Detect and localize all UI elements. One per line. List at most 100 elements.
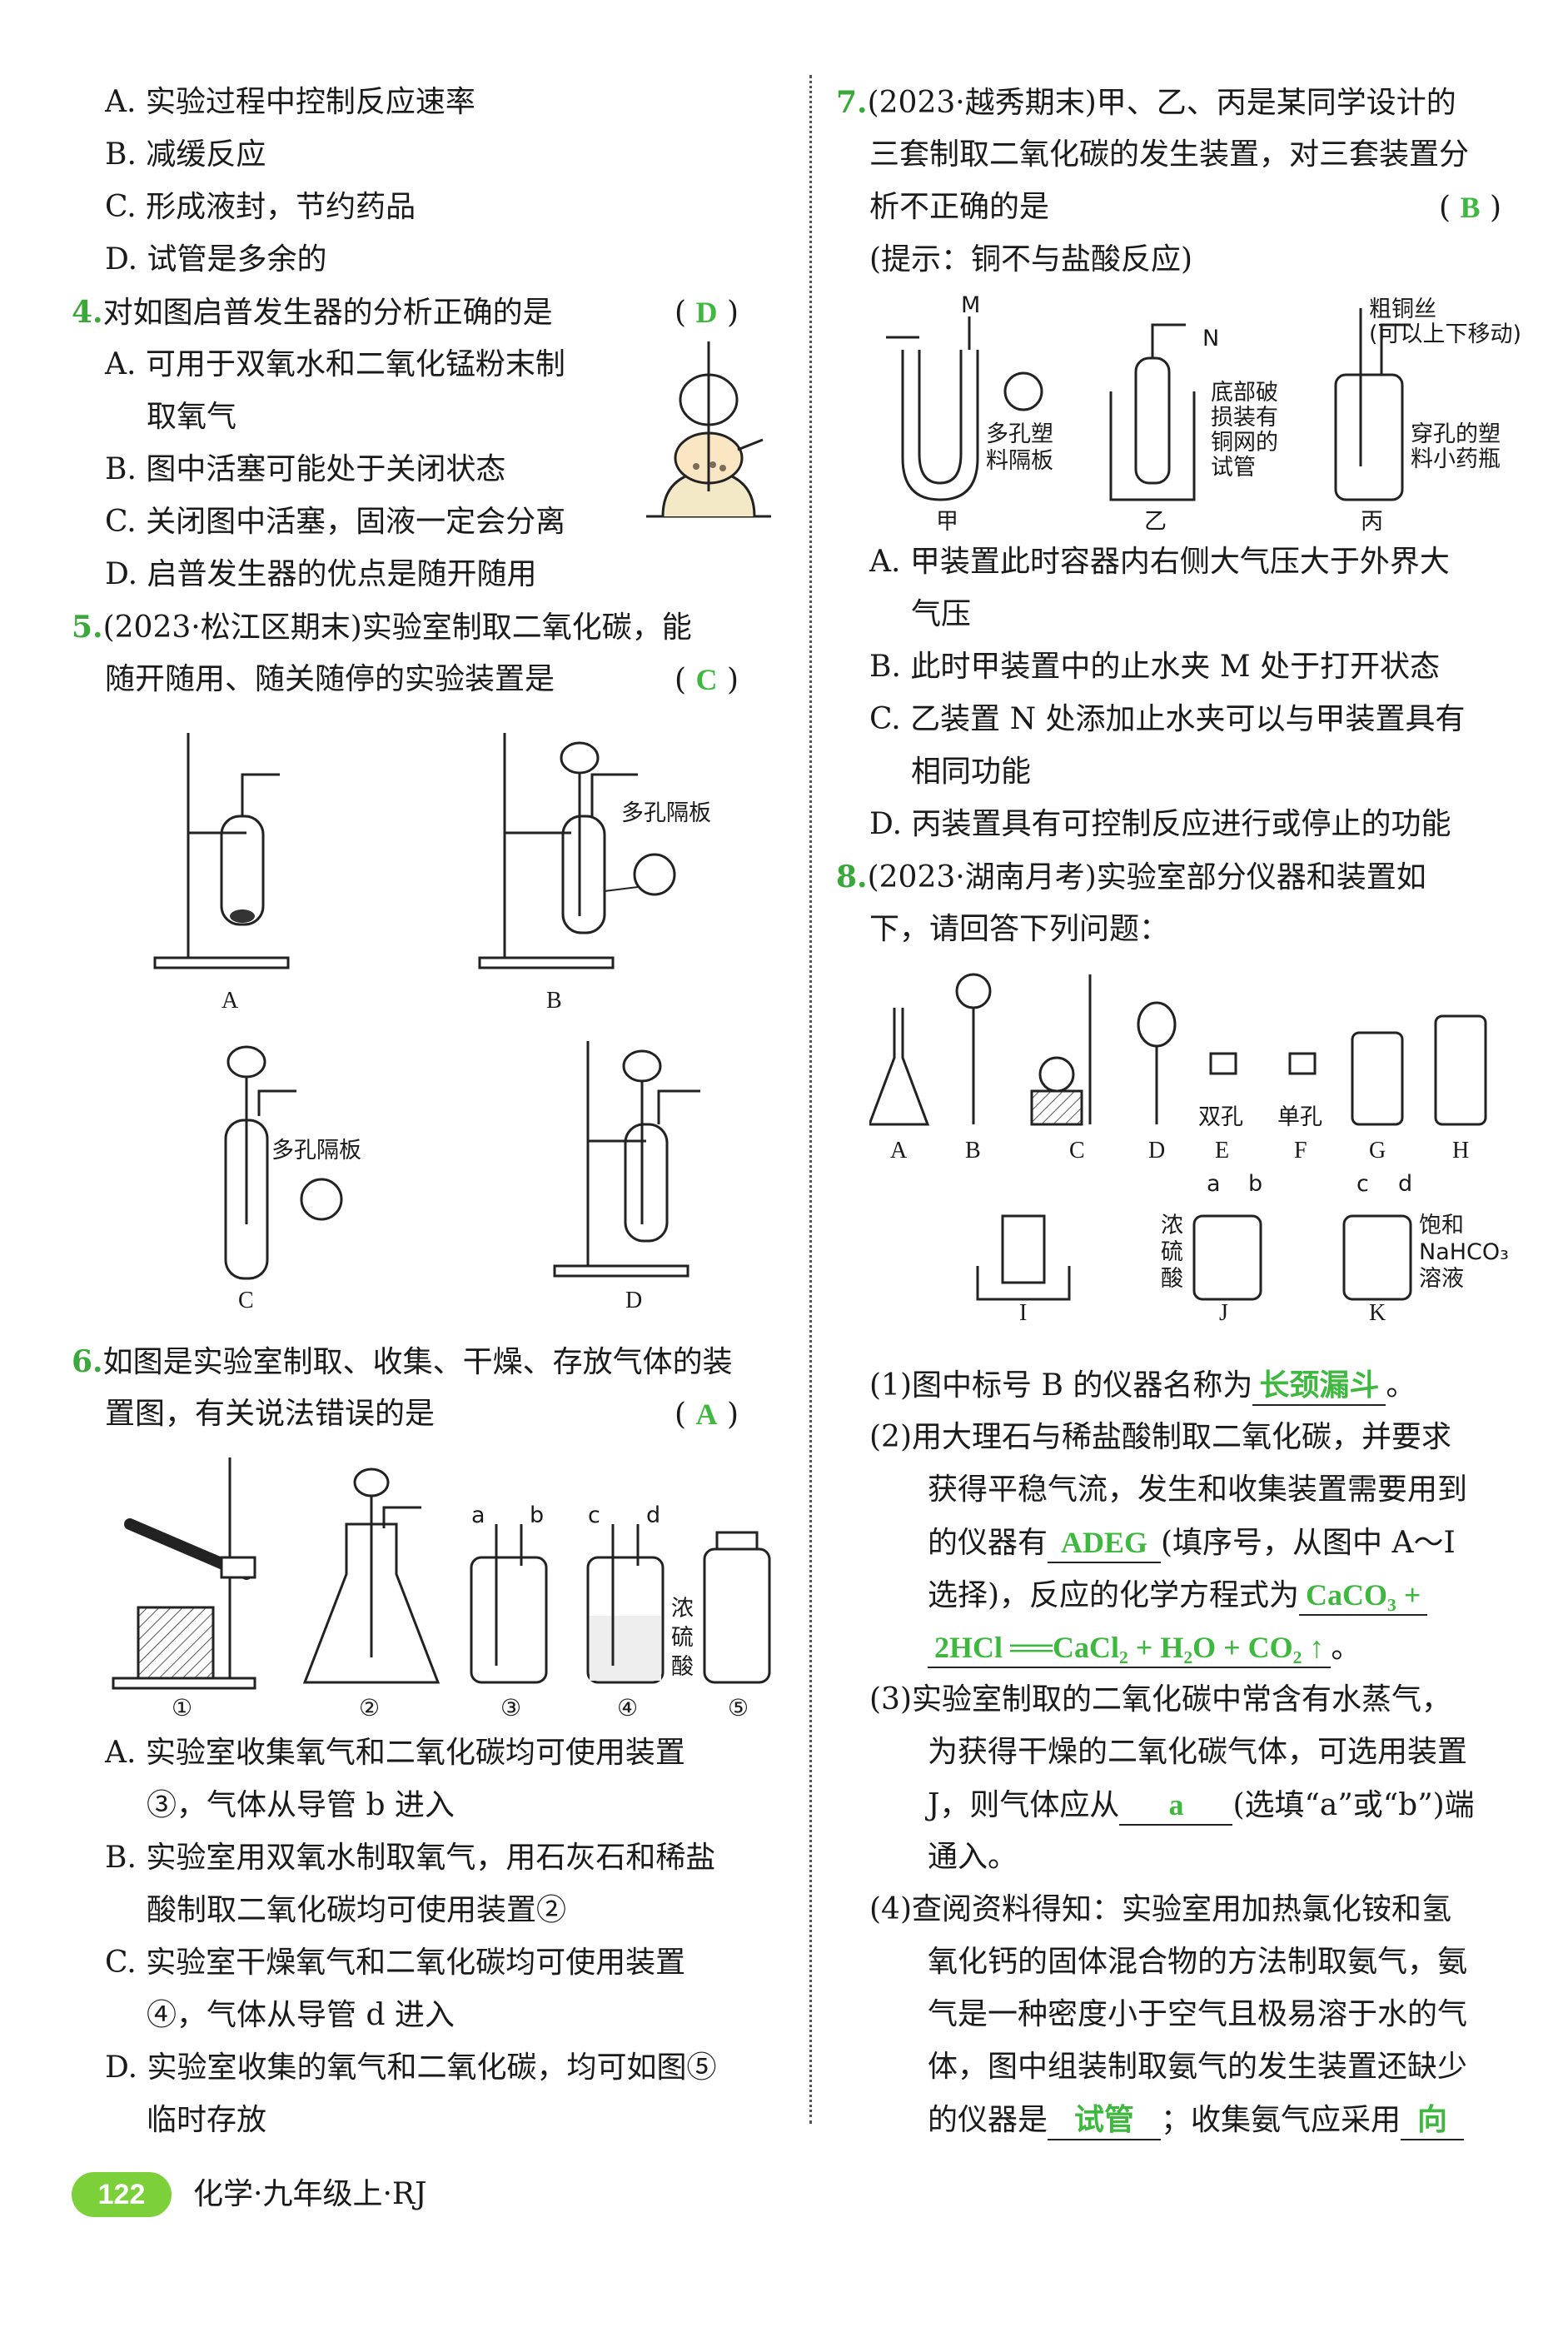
label-4: ④: [617, 1696, 638, 1722]
q4-answer: D: [695, 296, 718, 329]
tube-c: c: [588, 1502, 600, 1528]
q8-p2-answer2b: 2HCl ══CaCl₂ + H₂O + CO₂ ↑: [928, 1628, 1332, 1668]
q8-part4-line5: 的仪器是试管；收集氨气应采用向: [928, 2100, 1465, 2140]
q7-stem-1: 7.(2023·越秀期末)甲、乙、丙是某同学设计的: [836, 83, 1456, 122]
q6-apparatus-figure: ① ② a b ③ c d 浓: [105, 1449, 771, 1724]
apparatus-3: [470, 1524, 548, 1684]
column-divider: [809, 75, 812, 2124]
q7-answer-bracket: ( B ): [1439, 191, 1502, 225]
q8-part4-line1: (4)查阅资料得知：实验室用加热氯化铵和氢: [869, 1892, 1451, 1926]
q8-part3-line2: 为获得干燥的二氧化碳气体，可选用装置: [928, 1735, 1468, 1769]
yi-note-4: 试管: [1211, 455, 1256, 481]
label-yi: 乙: [1144, 509, 1167, 533]
q7-stem-3: 析不正确的是: [869, 190, 1050, 224]
q7-hint: (提示：铜不与盐酸反应): [869, 242, 1193, 277]
k-note-3: 溶液: [1419, 1266, 1464, 1292]
q8-p4-answer2: 向: [1401, 2100, 1465, 2140]
q6-option-b-cont: 酸制取二氧化碳均可使用装置②: [147, 1893, 567, 1927]
q8-stem-2: 下，请回答下列问题：: [869, 912, 1170, 946]
q8-p2-answer2a: CaCO₃ +: [1299, 1576, 1428, 1616]
q8-p2-answer1: ADEG: [1048, 1523, 1162, 1563]
apparatus-c: [224, 1045, 343, 1280]
q8-p1-answer: 长颈漏斗: [1252, 1366, 1386, 1406]
q8-part4-line2: 氧化钙的固体混合物的方法制取氨气，氨: [928, 1945, 1468, 1979]
q4-stem: 4.对如图启普发生器的分析正确的是: [72, 293, 553, 332]
label-E: E: [1215, 1138, 1229, 1164]
k-letter-c: c: [1356, 1171, 1369, 1197]
q6-option-c: C. 实验室干燥氧气和二氧化碳均可使用装置: [105, 1946, 686, 1980]
q8-part4-line4: 体，图中组装制取氨气的发生装置还缺少: [928, 2050, 1468, 2084]
label-n: N: [1202, 326, 1219, 351]
q6-option-d: D. 实验室收集的氧气和二氧化碳，均可如图⑤: [105, 2050, 717, 2085]
yi-note-3: 铜网的: [1211, 430, 1278, 456]
tube-a: a: [471, 1502, 485, 1528]
q4-option-a: A. 可用于双氧水和二氧化锰粉末制: [105, 347, 565, 381]
j-letter-b: b: [1248, 1171, 1262, 1197]
label-3: ③: [500, 1696, 521, 1722]
acid-label-2: 硫: [671, 1625, 694, 1651]
q6-option-a-cont: ③，气体从导管 b 进入: [147, 1788, 455, 1822]
q8-p4-answer1: 试管: [1048, 2100, 1162, 2140]
q7-option-d: D. 丙装置具有可控制反应进行或停止的功能: [869, 807, 1451, 841]
q7-stem-2: 三套制取二氧化碳的发生装置，对三套装置分: [869, 137, 1470, 172]
k-note-2: NaHCO₃: [1419, 1239, 1509, 1265]
q4-stem-text: 对如图启普发生器的分析正确的是: [102, 296, 553, 330]
label-H: H: [1452, 1138, 1469, 1164]
q8-part3-line4: 通入。: [928, 1840, 1018, 1874]
q6-number: 6.: [72, 1344, 103, 1379]
apparatus-4: [586, 1524, 665, 1684]
q8-part4-line3: 气是一种密度小于空气且极易溶于水的气: [928, 1997, 1468, 2031]
apparatus-2: [302, 1467, 441, 1684]
j-letter-a: a: [1207, 1171, 1221, 1197]
label-C: C: [1069, 1138, 1085, 1164]
q7-option-a-cont: 气压: [911, 597, 972, 631]
q5-stem-2: 随开随用、随关随停的实验装置是: [105, 662, 555, 696]
tube-d: d: [646, 1502, 660, 1528]
label-b: B: [546, 988, 562, 1014]
bing-wire-2: (可以上下移动): [1369, 321, 1521, 347]
q7-option-b: B. 此时甲装置中的止水夹 M 处于打开状态: [869, 650, 1441, 684]
label-c: C: [238, 1288, 254, 1313]
jia-note-2: 料隔板: [986, 448, 1053, 474]
q5-stem-text-1: (2023·松江区期末)实验室制取二氧化碳，能: [102, 610, 692, 645]
page-number-badge: 122: [72, 2172, 172, 2217]
q8-part2-line5: 2HCl ══CaCl₂ + H₂O + CO₂ ↑。: [928, 1628, 1361, 1668]
j-note-3: 酸: [1161, 1266, 1183, 1292]
q8-number: 8.: [836, 860, 868, 894]
q5-answer-bracket: ( C ): [674, 663, 739, 697]
apparatus-d: [553, 1041, 700, 1278]
q7-apparatus-figure: M 多孔塑 料隔板 甲 N 底部破 损装有 铜网的 试管 乙 粗铜丝 (可以上下…: [869, 292, 1536, 533]
label-J: J: [1219, 1300, 1228, 1324]
q4-option-d: D. 启普发生器的优点是随开随用: [105, 557, 537, 591]
label-a: A: [222, 988, 239, 1014]
e-note: 双孔: [1198, 1104, 1243, 1130]
bing-note-2: 料小药瓶: [1411, 446, 1501, 472]
jia-note-1: 多孔塑: [986, 421, 1053, 447]
q6-option-a: A. 实验室收集氧气和二氧化碳均可使用装置: [105, 1736, 685, 1770]
q3-option-b: B. 减缓反应: [105, 137, 266, 172]
q8-part1: (1)图中标号 B 的仪器名称为长颈漏斗。: [869, 1366, 1416, 1406]
footer-subject: 化学·九年级上·RJ: [193, 2177, 427, 2211]
j-note-2: 硫: [1161, 1239, 1183, 1265]
apparatus-b: [478, 733, 676, 969]
q8-part2-line1: (2)用大理石与稀盐酸制取二氧化碳，并要求: [869, 1420, 1451, 1454]
label-D: D: [1148, 1138, 1165, 1164]
q4-number: 4.: [72, 295, 103, 330]
bing-note-1: 穿孔的塑: [1411, 421, 1501, 447]
q4-option-b: B. 图中活塞可能处于关闭状态: [105, 452, 506, 486]
yi-note-2: 损装有: [1211, 405, 1278, 431]
c-partition-label: 多孔隔板: [271, 1138, 361, 1164]
label-K: K: [1369, 1300, 1386, 1324]
q6-answer: A: [695, 1398, 718, 1431]
q7-option-c: C. 乙装置 N 处添加止水夹可以与甲装置具有: [869, 702, 1466, 736]
q8-stem-text-1: (2023·湖南月考)实验室部分仪器和装置如: [867, 860, 1426, 894]
q6-stem-text-1: 如图是实验室制取、收集、干燥、存放气体的装: [102, 1345, 733, 1379]
acid-label-3: 酸: [671, 1654, 694, 1680]
apparatus-1: [112, 1458, 256, 1690]
q3-option-a: A. 实验过程中控制反应速率: [105, 85, 475, 119]
q5-apparatus-figure: A 多孔隔板 B 多孔隔板: [122, 725, 746, 1316]
q4-answer-bracket: ( D ): [674, 296, 739, 330]
bing-wire-1: 粗铜丝: [1369, 296, 1436, 322]
